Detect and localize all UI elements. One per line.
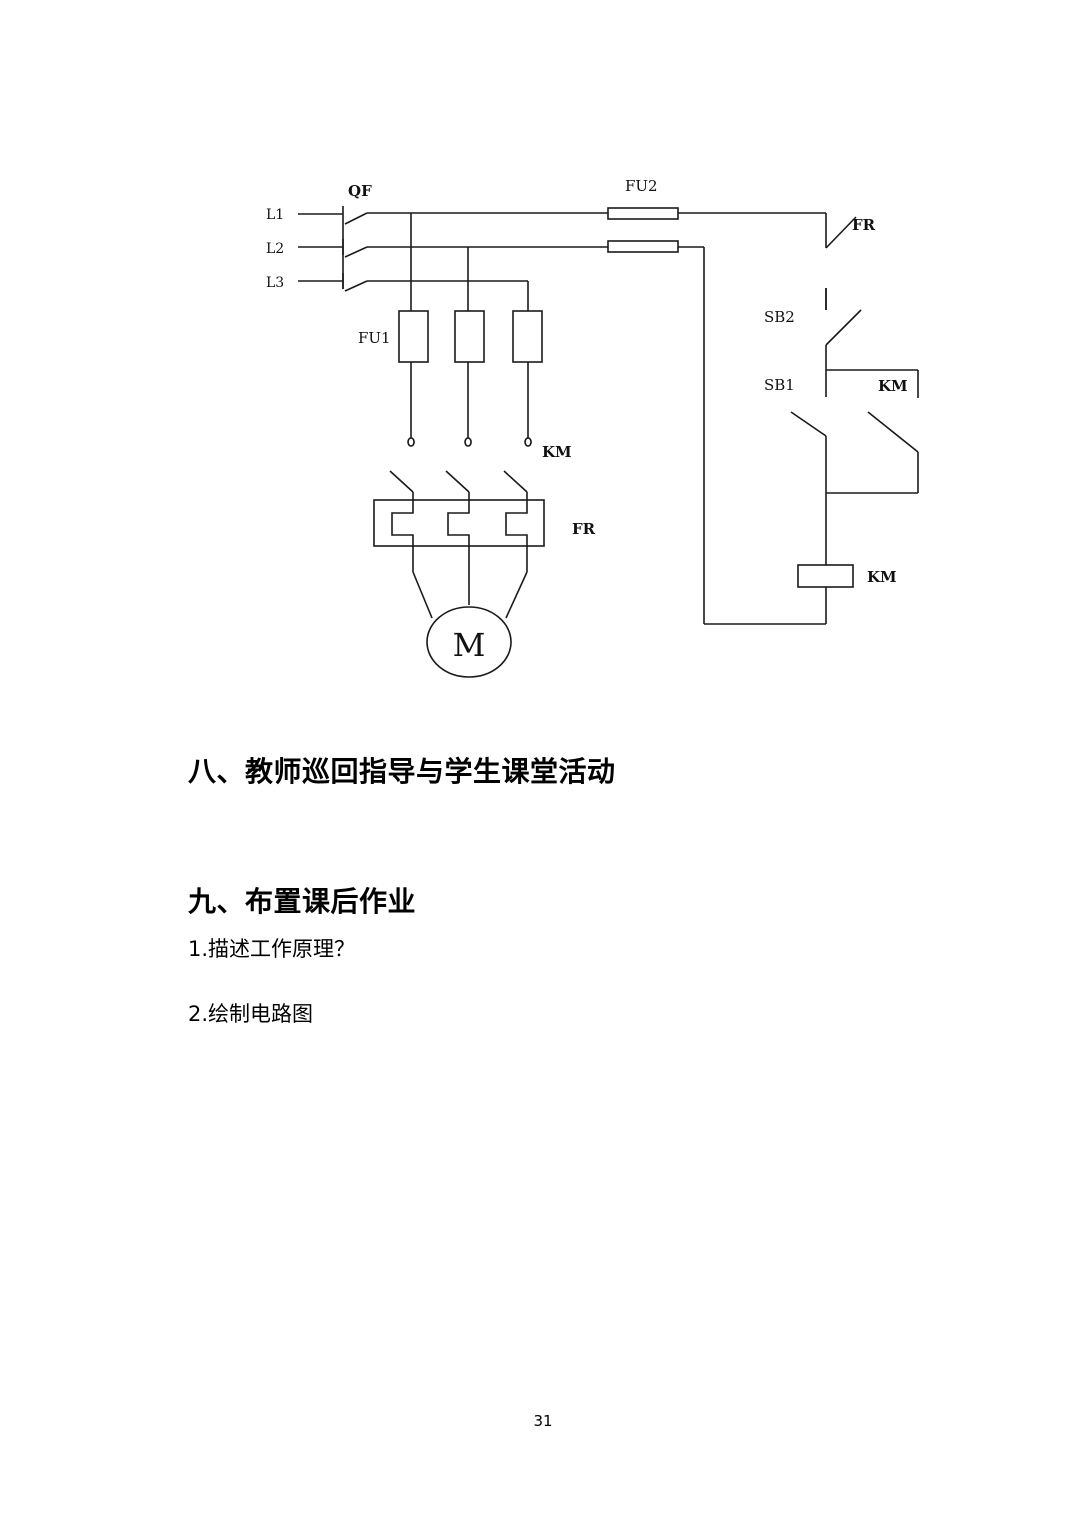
power-bus <box>367 212 608 311</box>
fu1-fuses <box>398 310 543 438</box>
sb2-label: SB2 <box>764 308 795 326</box>
qf-breaker <box>298 206 368 292</box>
homework-item-2: 2.绘制电路图 <box>188 1002 314 1026</box>
sb1-label: SB1 <box>764 376 795 394</box>
homework-item-1: 1.描述工作原理？ <box>188 937 356 961</box>
km-main-label: KM <box>542 443 572 461</box>
section9-heading: 九、布置课后作业 <box>188 885 417 918</box>
fu1-label: FU1 <box>358 329 391 347</box>
l2-label: L2 <box>266 241 284 257</box>
motor <box>412 571 528 678</box>
page-number: 31 <box>533 1412 553 1430</box>
motor-label: M <box>453 626 486 664</box>
fr-thermal-relay <box>373 499 545 578</box>
km-main-contacts <box>389 437 532 500</box>
fr-main-label: FR <box>572 520 596 538</box>
qf-label: QF <box>348 182 372 200</box>
fu2-fuses <box>607 207 679 253</box>
fr-control-label: FR <box>852 216 876 234</box>
section8-heading: 八、教师巡回指导与学生课堂活动 <box>188 755 616 788</box>
circuit-diagram: QF L1 L2 L3 FU2 FU1 FR SB2 SB1 KM KM FR … <box>266 177 919 678</box>
km-coil-label: KM <box>867 568 897 586</box>
control-circuit <box>678 212 919 625</box>
l3-label: L3 <box>266 275 284 291</box>
l1-label: L1 <box>266 207 284 223</box>
km-aux-label: KM <box>878 377 908 395</box>
fu2-label: FU2 <box>625 177 658 195</box>
